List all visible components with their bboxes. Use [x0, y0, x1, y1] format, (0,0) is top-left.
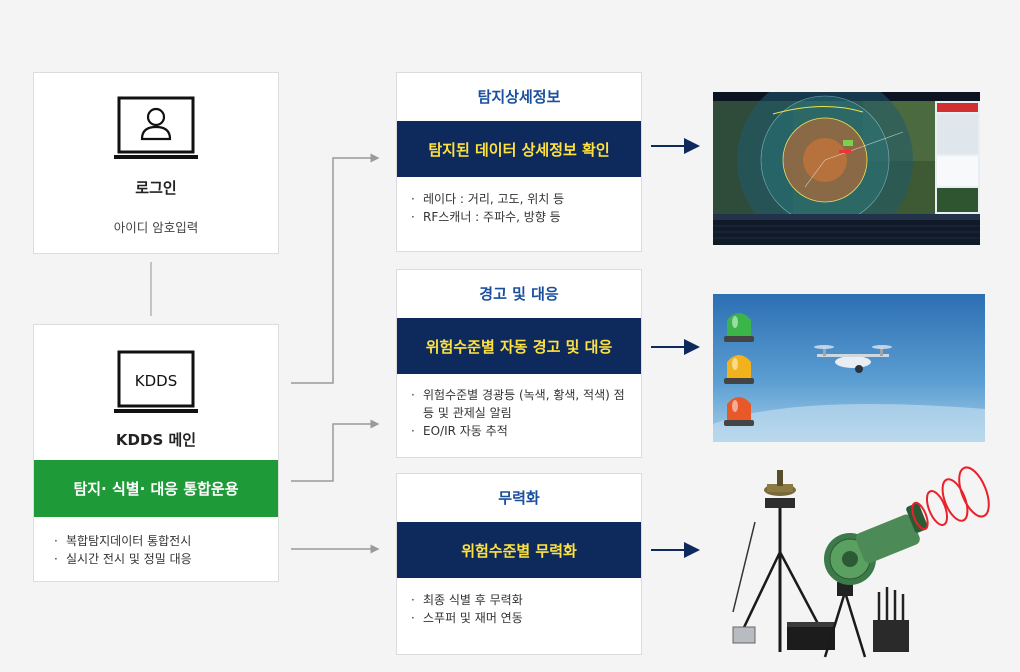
- monitor-kdds-icon: KDDS: [114, 350, 198, 413]
- detection-detail-card: 탐지상세정보 탐지된 데이터 상세정보 확인 레이다 : 거리, 고도, 위치 …: [396, 72, 642, 252]
- neutralize-banner: 위험수준별 무력화: [397, 522, 641, 578]
- warning-bullets: 위험수준별 경광등 (녹색, 황색, 적색) 점등 및 관제실 알림 EO/IR…: [411, 386, 633, 440]
- login-title: 로그인: [135, 179, 177, 197]
- neutralize-bullets: 최종 식별 후 무력화 스푸퍼 및 재머 연동: [411, 591, 523, 627]
- warning-lights: [724, 313, 754, 426]
- warning-title: 경고 및 대응: [479, 285, 559, 303]
- kdds-main-card: KDDS KDDS 메인 탐지· 식별· 대응 통합운용 복합탐지데이터 통합전…: [33, 324, 279, 582]
- neutralize-card: 무력화 위험수준별 무력화 최종 식별 후 무력화 스푸퍼 및 재머 연동: [396, 473, 642, 655]
- main-title: KDDS 메인: [115, 431, 197, 449]
- drone-icon: [814, 345, 892, 373]
- detail-banner: 탐지된 데이터 상세정보 확인: [397, 121, 641, 177]
- warning-response-card: 경고 및 대응 위험수준별 자동 경고 및 대응 위험수준별 경광등 (녹색, …: [396, 269, 642, 458]
- jammer-equipment-image: [725, 462, 1010, 667]
- list-item: 실시간 전시 및 정밀 대응: [54, 550, 192, 568]
- list-item: 최종 식별 후 무력화: [411, 591, 523, 609]
- integration-banner: 탐지· 식별· 대응 통합운용: [34, 460, 278, 517]
- detail-title: 탐지상세정보: [477, 88, 561, 106]
- radar-screen-image: [713, 92, 980, 245]
- monitor-kdds-label: KDDS: [135, 372, 177, 390]
- list-item: 레이다 : 거리, 고도, 위치 등: [411, 190, 564, 208]
- red-light-icon: [724, 397, 754, 426]
- list-item: 복합탐지데이터 통합전시: [54, 532, 192, 550]
- login-card: 로그인 아이디 암호입력: [33, 72, 279, 254]
- list-item: RF스캐너 : 주파수, 방향 등: [411, 208, 564, 226]
- list-item: 위험수준별 경광등 (녹색, 황색, 적색) 점등 및 관제실 알림: [411, 386, 633, 422]
- green-light-icon: [724, 313, 754, 342]
- main-to-detail-line: [291, 153, 380, 384]
- list-item: EO/IR 자동 추적: [411, 422, 633, 440]
- detail-bullets: 레이다 : 거리, 고도, 위치 등 RF스캐너 : 주파수, 방향 등: [411, 190, 564, 226]
- login-subtitle: 아이디 암호입력: [113, 220, 199, 235]
- yellow-light-icon: [724, 355, 754, 384]
- neutralize-title: 무력화: [498, 489, 540, 507]
- signal-wave-icon: [911, 466, 990, 531]
- jammer-box-icon: [873, 587, 909, 652]
- list-item: 스푸퍼 및 재머 연동: [411, 609, 523, 627]
- warning-banner: 위험수준별 자동 경고 및 대응: [397, 318, 641, 374]
- main-bullets: 복합탐지데이터 통합전시 실시간 전시 및 정밀 대응: [54, 532, 192, 568]
- drone-warning-image: [713, 294, 985, 442]
- monitor-user-icon: [114, 96, 198, 159]
- main-to-warning-line: [291, 419, 380, 482]
